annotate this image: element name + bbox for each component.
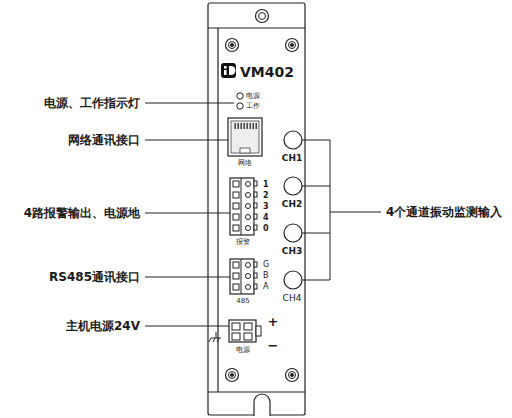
led-label: 电源 (246, 93, 260, 100)
channel-label: CH4 (283, 294, 302, 303)
callout-label: 主机电源24V (66, 320, 140, 332)
callout-label: 网络通讯接口 (68, 134, 140, 146)
model-name: VM402 (240, 65, 294, 79)
polarity-sign: + (268, 315, 279, 328)
pin-name: G (263, 261, 269, 269)
power-led (237, 93, 243, 99)
channel-label: CH3 (282, 247, 302, 256)
rs485-terminal-block (230, 259, 257, 294)
ground-symbol (209, 332, 221, 342)
leader-lines (145, 103, 234, 326)
channel-label: CH1 (282, 154, 302, 163)
brand-logo (221, 63, 236, 78)
pin-number: 1 (263, 181, 269, 189)
pin-name: A (263, 283, 268, 291)
terminal-label: 报警 (236, 239, 250, 246)
rj45-port (228, 118, 262, 156)
pin-name: B (263, 272, 269, 280)
mount-hole (256, 10, 269, 23)
pin-number: 3 (263, 203, 269, 211)
mount-hole (259, 13, 266, 20)
panel-screws (226, 39, 299, 382)
panel-housing (208, 3, 305, 415)
terminal-label: 485 (236, 298, 249, 305)
callout-label: 4个通道振动监测输入 (386, 206, 502, 218)
channel-bracket (302, 140, 381, 280)
channel-label: CH2 (282, 200, 302, 209)
power-connector (229, 320, 261, 342)
callout-label: 电源、工作指示灯 (44, 97, 140, 109)
mount-slot (254, 394, 270, 416)
pin-number: 2 (263, 192, 269, 200)
polarity-sign: − (268, 339, 279, 352)
port-label: 网络 (238, 160, 252, 167)
pin-number: 4 (263, 214, 269, 222)
connector-label: 电源 (236, 347, 250, 354)
led-label: 工作 (246, 103, 260, 110)
alarm-terminal-block (230, 178, 257, 235)
callout-label: RS485通讯接口 (49, 271, 140, 283)
pin-number: 0 (263, 225, 269, 233)
mount-slot (255, 414, 269, 418)
callout-label: 4路报警输出、电源地 (24, 207, 140, 219)
work-led (237, 103, 243, 109)
